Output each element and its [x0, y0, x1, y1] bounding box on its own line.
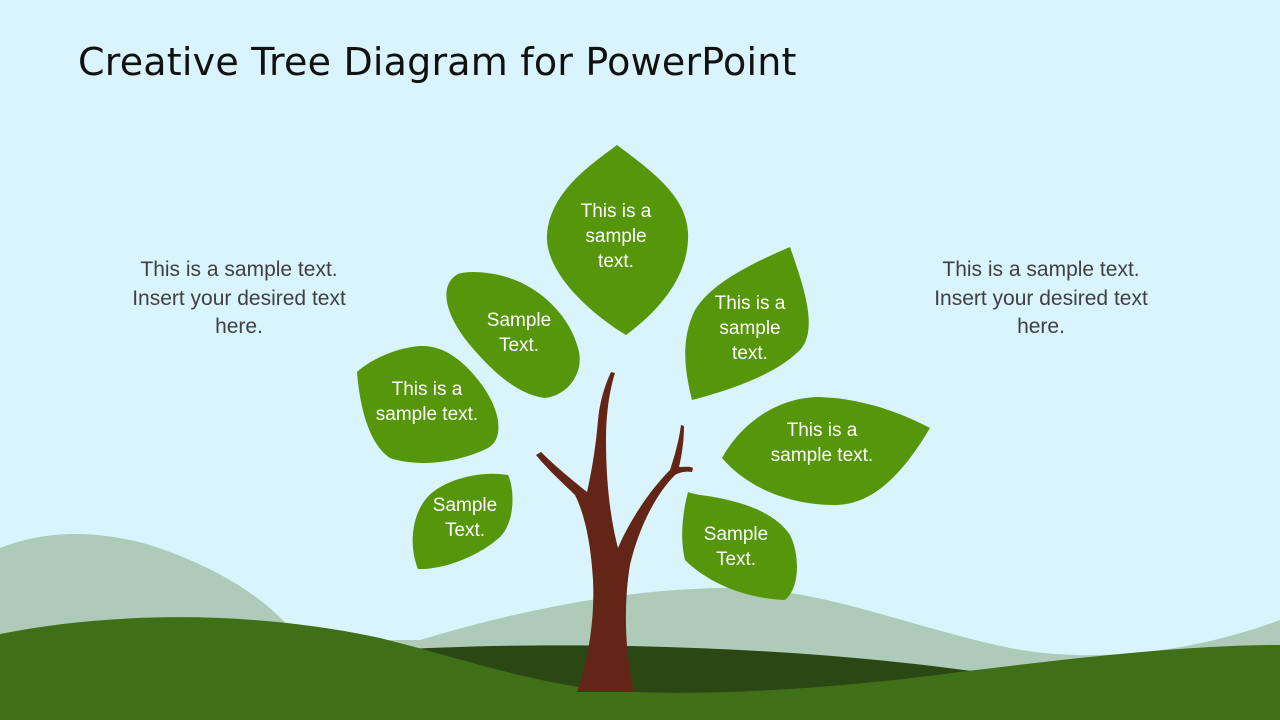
leaf-text-line: Text. [498, 335, 540, 356]
leaf-label-lower-right: Sample Text. [686, 522, 786, 572]
leaf-text-line: Text. [444, 520, 486, 541]
side-text-line: This is a sample text. [140, 258, 338, 281]
leaf-text-line: Sample [432, 495, 498, 516]
near-hills [0, 617, 1280, 720]
leaf-text-line: text. [732, 343, 768, 364]
side-text-right: This is a sample text. Insert your desir… [901, 256, 1181, 342]
leaf-label-lower-left: Sample Text. [415, 493, 515, 543]
side-text-left: This is a sample text. Insert your desir… [99, 256, 379, 342]
leaf-upper-right [685, 247, 809, 400]
side-text-line: This is a sample text. [942, 258, 1140, 281]
leaf-text-line: text. [598, 251, 634, 272]
side-text-line: here. [215, 315, 263, 338]
leaf-top [546, 145, 689, 335]
leaf-text-line: sample text. [770, 445, 874, 466]
leaf-text-line: sample [719, 318, 781, 339]
leaf-upper-left [446, 272, 580, 398]
leaf-text-line: This is a [391, 379, 463, 400]
leaf-text-line: This is a [714, 293, 786, 314]
side-text-line: Insert your desired text [934, 286, 1148, 310]
leaf-text-line: This is a [786, 420, 858, 441]
leaf-mid-left [357, 345, 499, 463]
side-text-line: Insert your desired text [132, 286, 346, 310]
leaf-text-line: sample [585, 226, 647, 247]
leaf-text-line: sample text. [375, 404, 479, 425]
leaf-lower-right [682, 492, 797, 600]
leaf-text-line: Text. [715, 549, 757, 570]
leaf-label-top: This is a sample text. [566, 199, 666, 274]
leaf-label-upper-left: Sample Text. [469, 308, 569, 358]
leaf-label-mid-right: This is a sample text. [757, 418, 887, 468]
leaf-label-upper-right: This is a sample text. [700, 291, 800, 366]
slide-title: Creative Tree Diagram for PowerPoint [78, 40, 797, 84]
tree-trunk [536, 372, 693, 692]
leaf-text-line: Sample [486, 310, 552, 331]
side-text-line: here. [1017, 315, 1065, 338]
leaf-label-mid-left: This is a sample text. [362, 377, 492, 427]
leaf-lower-left [412, 473, 513, 569]
leaf-mid-right [722, 397, 930, 505]
leaf-text-line: This is a [580, 201, 652, 222]
leaf-text-line: Sample [703, 524, 769, 545]
